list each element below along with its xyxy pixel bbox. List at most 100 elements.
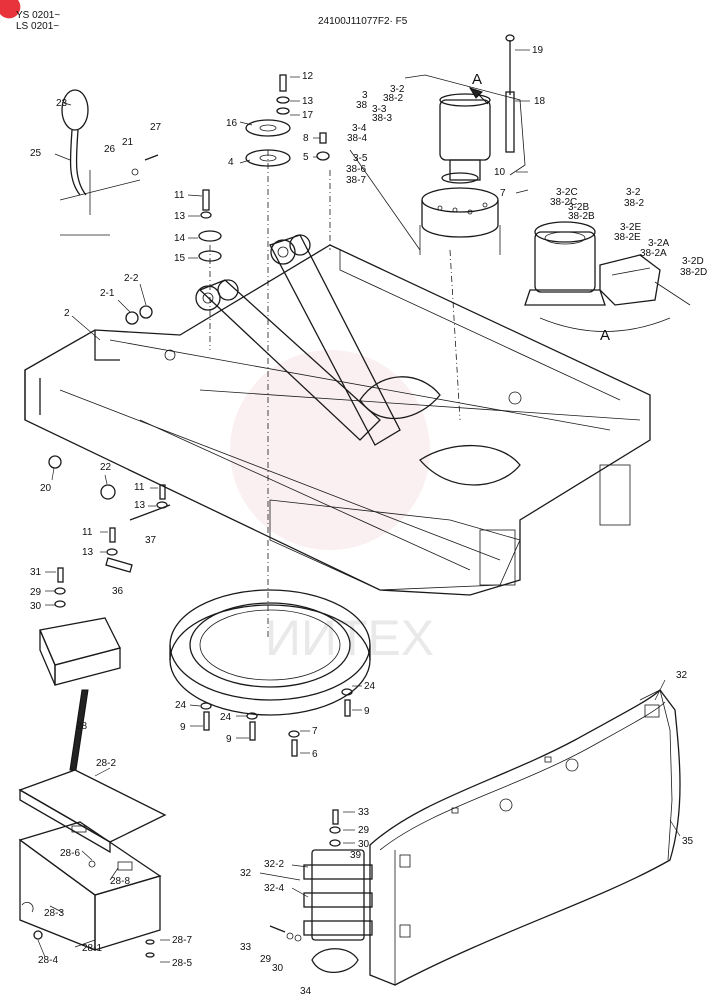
callout: 28-4 — [38, 955, 58, 966]
callout: 26 — [104, 144, 116, 155]
callout: 3-5 — [353, 153, 368, 164]
callout: 7 — [312, 726, 318, 737]
corner-badge — [0, 0, 21, 19]
callout: 38-2E — [614, 232, 641, 243]
callout: 23 — [56, 98, 68, 109]
callout: 18 — [534, 96, 546, 107]
callout: 29 — [30, 587, 42, 598]
callout: 9 — [364, 706, 370, 717]
callout: 15 — [174, 253, 186, 264]
callout: 29 — [358, 825, 370, 836]
boom-bracket — [195, 234, 401, 446]
callout: 3-3 — [372, 104, 387, 115]
callout: 32 — [240, 868, 252, 879]
callout: 28-5 — [172, 958, 192, 969]
callout: 11 — [134, 482, 145, 493]
callout: 5 — [303, 152, 309, 163]
callout: 11 — [82, 527, 93, 538]
callout: 3-4 — [352, 123, 367, 134]
callout-labels: 19 18 12 13 17 16 4 8 5 23 21 27 26 25 1… — [30, 45, 707, 997]
callout: 30 — [358, 839, 370, 850]
callout: 28-6 — [60, 848, 80, 859]
callout: 20 — [40, 483, 52, 494]
callout: 10 — [494, 167, 506, 178]
callout: 32 — [676, 670, 688, 681]
callout: 28-2 — [96, 758, 116, 769]
tool-box-assembly — [18, 617, 167, 958]
callout: 13 — [134, 500, 146, 511]
callout: 2-1 — [100, 288, 115, 299]
callout: 13 — [302, 96, 314, 107]
control-lever — [59, 89, 159, 236]
callout: 13 — [174, 211, 186, 222]
callout: 19 — [532, 45, 544, 56]
callout: 38-6 — [346, 164, 366, 175]
callout: 28-8 — [110, 876, 130, 887]
callout: 32-4 — [264, 883, 284, 894]
callout: 30 — [30, 601, 42, 612]
callout: 25 — [30, 148, 42, 159]
callout: 2 — [64, 308, 70, 319]
serial-range-ls: LS 0201~ — [16, 21, 59, 32]
callout: 12 — [302, 71, 314, 82]
swing-bearing — [169, 589, 371, 716]
callout: 3-2A — [648, 238, 669, 249]
callout: 33 — [358, 807, 370, 818]
callout: 31 — [30, 567, 42, 578]
callout: 38-4 — [347, 133, 367, 144]
callout: 24 — [175, 700, 187, 711]
washer-stack — [198, 74, 330, 262]
callout: 13 — [82, 547, 94, 558]
drawing-code: 24100J11077F2· F5 — [318, 16, 408, 27]
callout: 14 — [174, 233, 186, 244]
small-parts — [48, 305, 171, 608]
callout: 17 — [302, 110, 314, 121]
callout: 3-2D — [682, 256, 704, 267]
callout: 34 — [300, 986, 312, 997]
callout: 38-3 — [372, 113, 392, 124]
callout: 9 — [180, 722, 186, 733]
callout: 11 — [174, 190, 185, 201]
callout: 3-2 — [390, 84, 405, 95]
callout: 28-7 — [172, 935, 192, 946]
callout: 24 — [220, 712, 232, 723]
callout: 9 — [226, 734, 232, 745]
callout: 3-2 — [626, 187, 641, 198]
callout: 3-2B — [568, 202, 589, 213]
callout: 8 — [303, 133, 309, 144]
callout: 6 — [312, 749, 318, 760]
callout: 39 — [350, 850, 362, 861]
callout: 38-2 — [383, 93, 403, 104]
callout: 33 — [240, 942, 252, 953]
callout: 38-7 — [346, 175, 366, 186]
leader-lines — [37, 76, 681, 963]
callout: 28 — [76, 721, 88, 732]
callout: 22 — [100, 462, 112, 473]
callout: 4 — [228, 157, 234, 168]
callout: 21 — [122, 137, 134, 148]
view-marker-a: A — [472, 71, 482, 88]
bearing-bolts — [200, 688, 353, 757]
callout: 16 — [226, 118, 238, 129]
serial-range-ys: YS 0201~ — [16, 10, 60, 21]
callout: 35 — [682, 836, 694, 847]
callout: 2-2 — [124, 273, 139, 284]
callout: 37 — [145, 535, 157, 546]
counterweight — [369, 689, 681, 986]
callout: 38-2 — [624, 198, 644, 209]
centerline — [449, 249, 461, 421]
callout: 38-2D — [680, 267, 707, 278]
callout: 38-2B — [568, 211, 595, 222]
swing-motor — [349, 74, 526, 255]
view-a-label: A — [600, 327, 610, 344]
counterweight-bracket — [269, 809, 373, 973]
callout: 28-3 — [44, 908, 64, 919]
callout: 24 — [364, 681, 376, 692]
callout: 38-2C — [550, 197, 577, 208]
gauge-rod — [505, 34, 530, 153]
callout: 27 — [150, 122, 162, 133]
view-a-detail: A — [524, 221, 691, 344]
callout: 3-2C — [556, 187, 578, 198]
callout: 3-2E — [620, 222, 641, 233]
